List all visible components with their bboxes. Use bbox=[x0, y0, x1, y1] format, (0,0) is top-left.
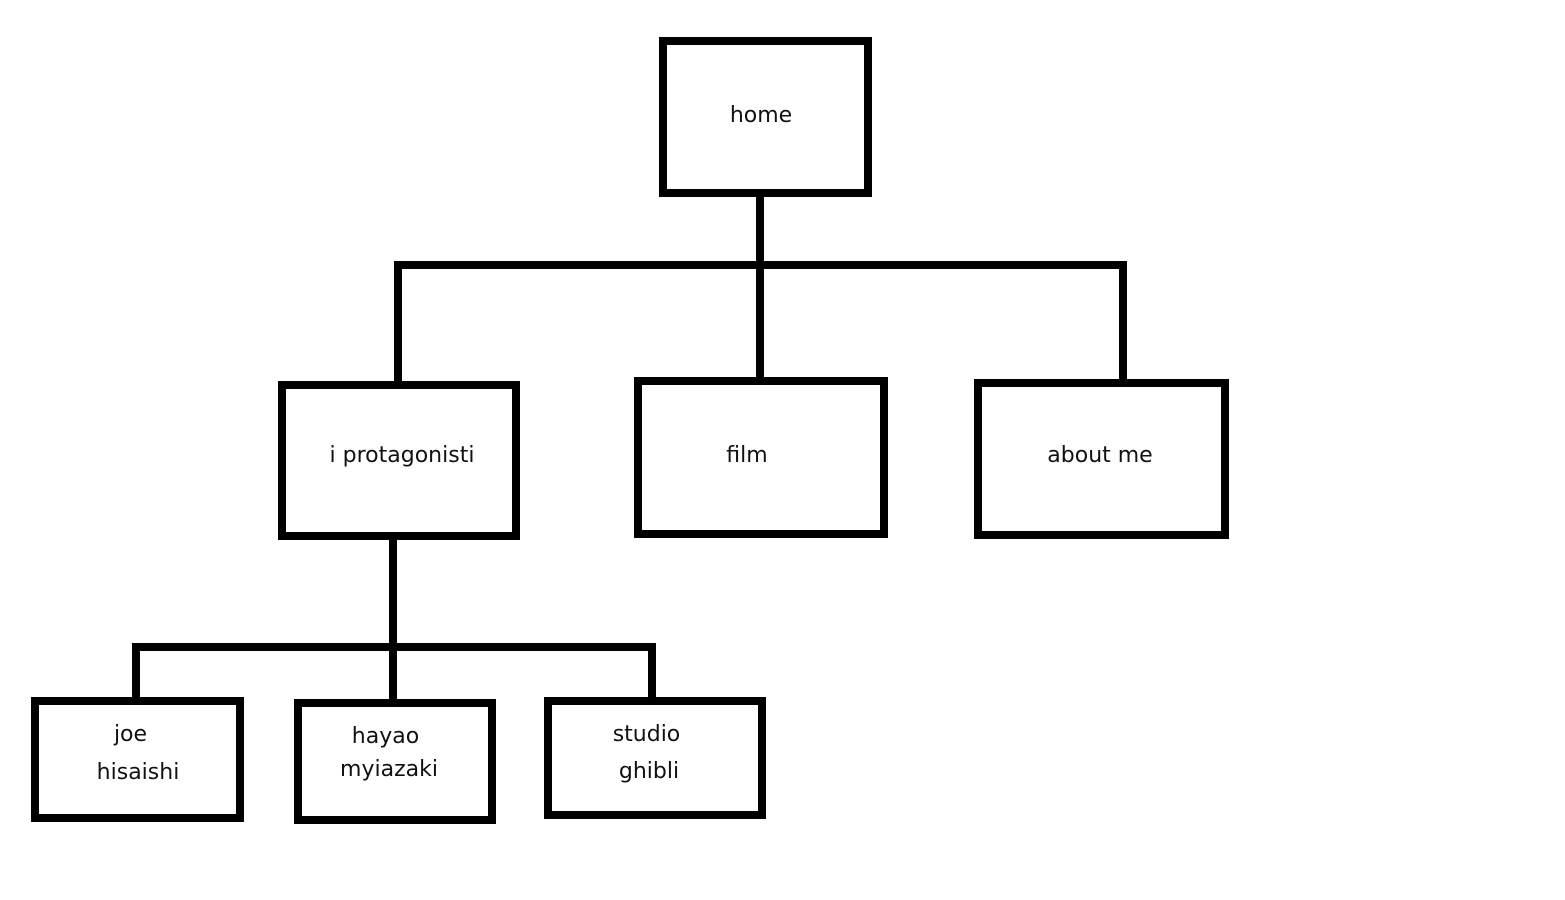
node-studio-ghibli: studio ghibli bbox=[544, 697, 766, 819]
node-about-me-label: about me bbox=[1047, 443, 1152, 468]
node-studio-ghibli-label: studio ghibli bbox=[613, 722, 688, 784]
node-film-label: film bbox=[726, 443, 767, 468]
connectors-home bbox=[394, 189, 1127, 389]
node-i-protagonisti: i protagonisti bbox=[278, 381, 520, 540]
node-film: film bbox=[634, 377, 888, 538]
node-joe-hisaishi-label: joe hisaishi bbox=[97, 722, 180, 785]
node-joe-hisaishi: joe hisaishi bbox=[31, 697, 244, 822]
node-home: home bbox=[659, 37, 872, 197]
node-home-label: home bbox=[730, 103, 792, 128]
node-hayao-myiazaki-label: hayao myiazaki bbox=[340, 724, 438, 782]
node-i-protagonisti-label: i protagonisti bbox=[330, 443, 475, 468]
node-hayao-myiazaki: hayao myiazaki bbox=[294, 699, 496, 824]
connectors-i-protagonisti bbox=[132, 533, 656, 707]
node-about-me: about me bbox=[974, 379, 1229, 539]
